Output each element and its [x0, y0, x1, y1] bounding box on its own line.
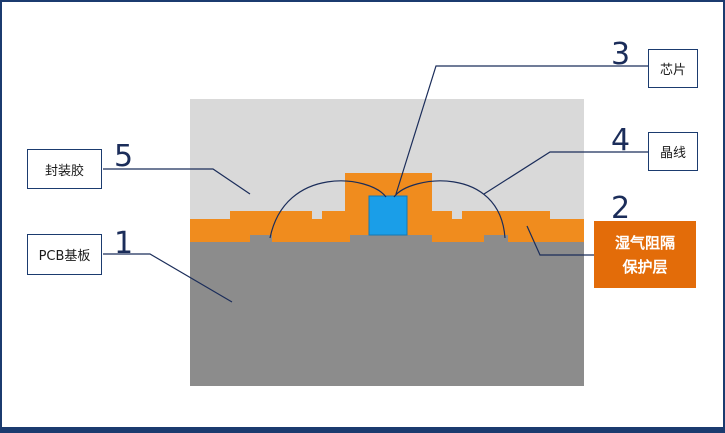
callout-number-wire: 4	[611, 123, 630, 158]
bond-wire-left	[269, 180, 387, 239]
pcb-substrate	[190, 235, 584, 386]
callout-number-chip: 3	[611, 37, 630, 72]
leader-line-pcb	[103, 253, 233, 303]
leader-line-wire	[483, 151, 648, 195]
callout-number-encapsulant: 5	[114, 139, 133, 174]
label-encapsulant: 封装胶	[27, 149, 102, 189]
label-moisture-barrier-line1: 湿气阻隔	[614, 233, 675, 252]
label-pcb: PCB基板	[27, 234, 102, 275]
label-moisture-barrier: 湿气阻隔 保护层	[594, 221, 696, 288]
bond-wire-right	[393, 180, 506, 239]
label-moisture-barrier-line2: 保护层	[622, 257, 668, 276]
label-chip: 芯片	[648, 49, 698, 88]
leader-line-chip	[395, 65, 648, 195]
label-wire: 晶线	[648, 132, 698, 171]
callout-number-pcb: 1	[114, 226, 133, 261]
callout-number-barrier: 2	[611, 191, 630, 226]
chip-square	[368, 195, 408, 236]
leader-line-encapsulant	[103, 168, 251, 195]
leader-line-barrier	[526, 225, 594, 256]
